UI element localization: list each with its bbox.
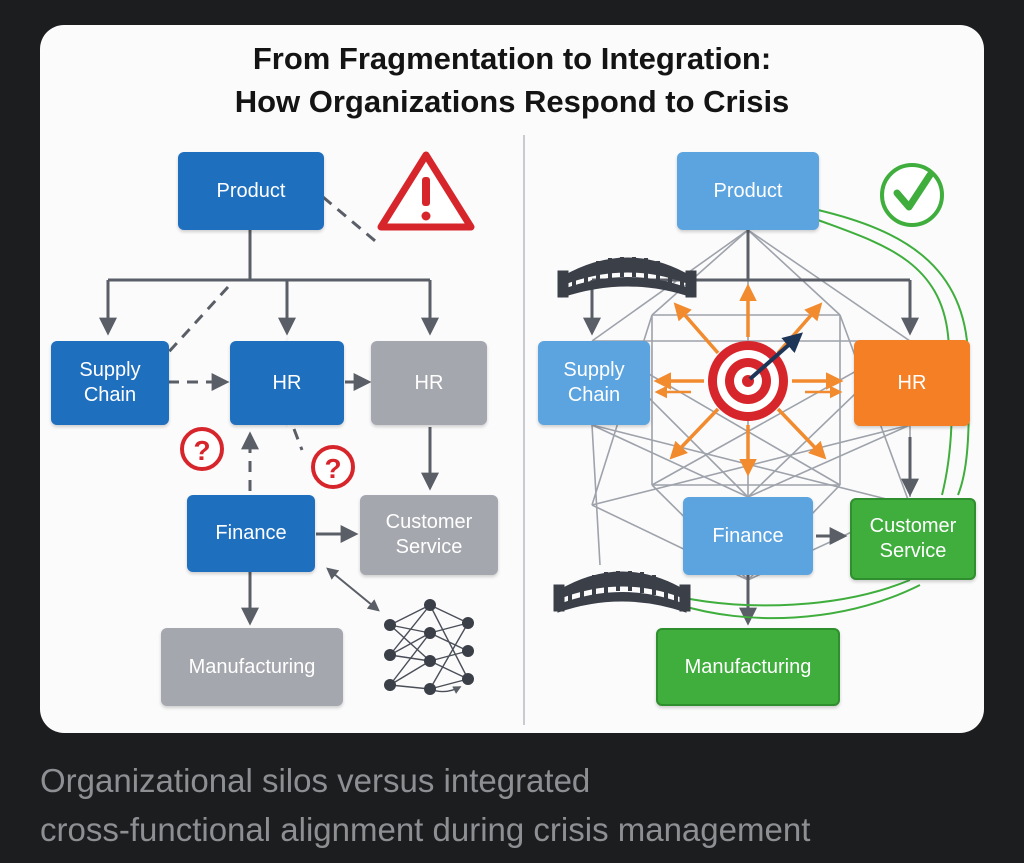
left-product-node: Product bbox=[178, 152, 324, 230]
left-hr-side-node: HR bbox=[371, 341, 487, 425]
infographic-title: From Fragmentation to Integration: How O… bbox=[40, 37, 984, 123]
svg-text:?: ? bbox=[193, 435, 210, 466]
left-dashed-connectors bbox=[164, 195, 381, 491]
right-hr-node: HR bbox=[854, 340, 970, 426]
left-finance-node: Finance bbox=[187, 495, 315, 572]
left-supply-chain-node: Supply Chain bbox=[51, 341, 169, 425]
right-manufacturing-node: Manufacturing bbox=[656, 628, 840, 706]
caption-line-2: cross-functional alignment during crisis… bbox=[40, 811, 811, 848]
diagram-connectors: ? ? bbox=[99, 135, 970, 725]
right-product-node: Product bbox=[677, 152, 819, 230]
title-line-2: How Organizations Respond to Crisis bbox=[234, 84, 790, 119]
caption-line-1: Organizational silos versus integrated bbox=[40, 762, 591, 799]
warning-triangle-icon bbox=[377, 151, 475, 231]
image-caption: Organizational silos versus integrated c… bbox=[40, 756, 1000, 854]
left-customer-service-node: Customer Service bbox=[360, 495, 498, 575]
question-mark-icon: ? bbox=[180, 427, 224, 471]
right-supply-chain-node: Supply Chain bbox=[538, 341, 650, 425]
right-customer-service-node: Customer Service bbox=[850, 498, 976, 580]
bridge-icon bbox=[557, 257, 697, 298]
bridge-icon bbox=[553, 571, 691, 613]
green-links bbox=[679, 209, 970, 620]
target-icon bbox=[708, 332, 804, 421]
infographic-card: From Fragmentation to Integration: How O… bbox=[40, 25, 984, 733]
check-circle-icon bbox=[880, 163, 944, 227]
neural-network-icon bbox=[384, 599, 474, 695]
svg-text:?: ? bbox=[324, 453, 341, 484]
title-line-1: From Fragmentation to Integration: bbox=[252, 41, 772, 76]
right-finance-node: Finance bbox=[683, 497, 813, 575]
left-hr-central-node: HR bbox=[230, 341, 344, 425]
left-manufacturing-node: Manufacturing bbox=[161, 628, 343, 706]
left-connectors bbox=[99, 230, 439, 626]
question-mark-icon: ? bbox=[311, 445, 355, 489]
